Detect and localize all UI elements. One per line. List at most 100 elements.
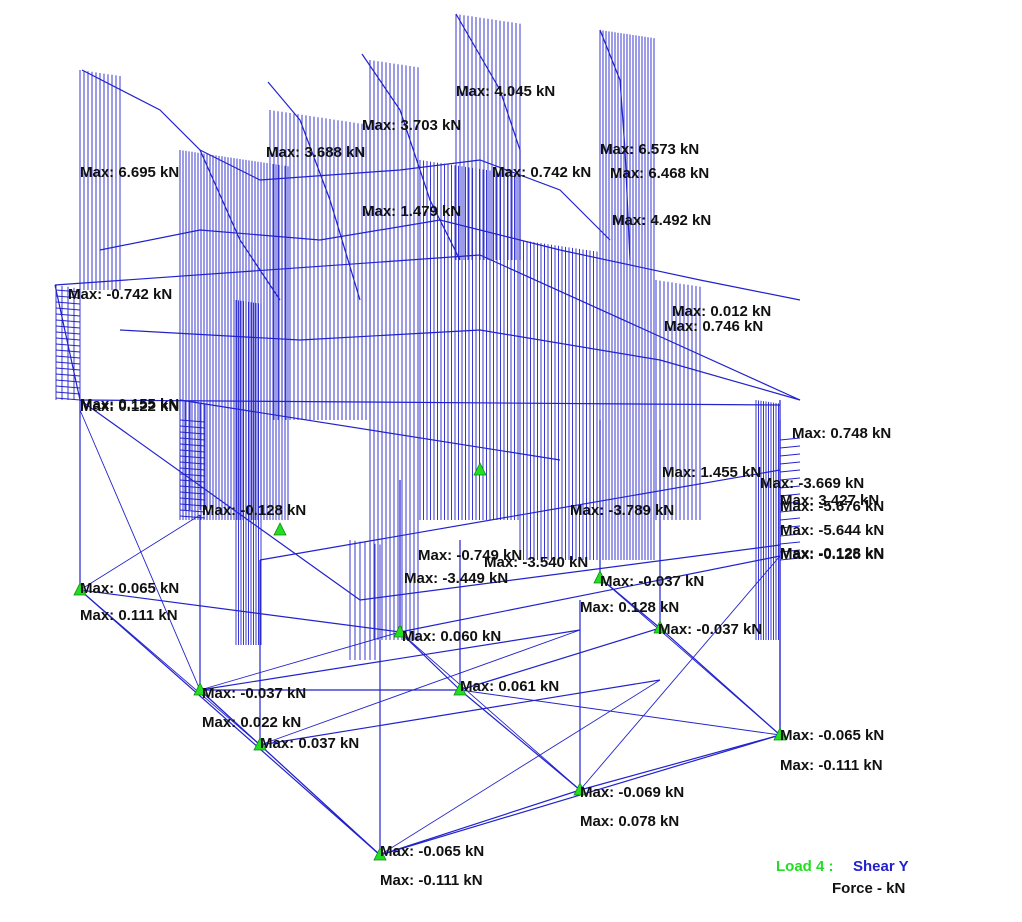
support-triangle-icon [593,570,607,584]
shear-ordinate [779,517,801,521]
frame-beam [199,629,581,691]
max-label: Max: -0.069 kN [580,784,684,801]
max-label: Max: -0.111 kN [380,872,483,889]
shear-ordinate [179,425,206,429]
support-triangle-icon [373,847,387,861]
max-label: Max: -3.669 kN [760,475,864,492]
support-triangle-icon [653,620,667,634]
frame-beam [259,469,781,561]
shear-ordinate [55,301,81,305]
shear-ordinate [179,509,206,513]
shear-ordinate [779,493,801,497]
frame-beam [459,689,581,791]
support-triangle-icon [393,624,407,638]
max-label: Max: 0.748 kN [792,425,891,442]
max-label: Max: -0.128 kN [780,545,884,562]
shear-ordinate [55,313,81,317]
shear-ordinate [779,501,801,505]
frame-beam [79,589,401,633]
shear-ordinate [55,373,81,377]
support-triangle-icon [473,462,487,476]
max-label: Max: -3.540 kN [484,554,588,571]
shear-ordinate [55,385,81,389]
frame-beam [379,789,581,856]
legend-result-type: Shear Y [853,858,909,875]
max-label: Max: -0.065 kN [380,843,484,860]
frame-brace [199,689,381,856]
max-label: Max: 0.111 kN [80,607,178,624]
frame-beam [479,254,801,401]
shear-ordinate [55,295,81,299]
frame-beam [79,399,781,406]
shear-envelope [361,53,461,261]
max-label: Max: 6.468 kN [610,165,709,182]
frame-beam [259,679,661,746]
frame-beam [54,284,81,401]
shear-ordinate [179,485,206,489]
max-label: Max: 3.703 kN [362,117,461,134]
shear-ordinate [55,319,81,323]
shear-ordinate [779,485,801,489]
frame-brace [79,514,201,591]
max-label: Max: 0.155 kN [80,396,179,413]
frame-beam [79,589,381,856]
max-label: Max: 1.479 kN [362,203,461,220]
support-triangle-icon [273,522,287,536]
frame-members [54,13,801,856]
shear-ordinate [55,325,81,329]
max-label: Max: 1.455 kN [662,464,761,481]
shear-ordinate [779,509,801,513]
frame-brace [79,589,261,746]
shear-ordinate [55,397,81,401]
max-label: Max: 4.492 kN [612,212,711,229]
max-label: Max: -5.676 kN [780,498,884,515]
shear-ordinate [779,461,801,465]
shear-ordinate [179,449,206,453]
max-label: Max: 3.688 kN [266,144,365,161]
max-label: Max: -3.789 kN [570,502,674,519]
frame-beam [359,544,781,601]
max-label: Max: 0.078 kN [580,813,679,830]
shear-ordinate [179,461,206,465]
frame-beam [459,627,661,691]
shear-envelope [455,13,521,260]
shear-ordinate [779,541,801,545]
frame-brace [399,631,581,791]
max-label: Max: -0.125 kN [780,546,884,563]
shear-envelope [119,329,801,401]
max-value-labels: Max: 4.045 kN Max: 3.703 kN Max: 3.688 k… [68,83,891,889]
max-label: Max: 0.037 kN [260,735,359,752]
max-label: Max: 0.061 kN [460,678,559,695]
shear-ordinate [779,549,801,553]
shear-ordinate [779,557,801,561]
shear-ordinate [179,443,206,447]
max-label: Max: -0.037 kN [202,685,306,702]
frame-brace [259,629,581,746]
shear-ordinate [179,497,206,501]
shear-envelope [267,81,361,301]
max-label: Max: 0.128 kN [580,599,679,616]
shear-ordinate [179,515,206,519]
frame-beam [399,631,461,691]
shear-ordinate [179,419,206,423]
support-triangle-icon [253,737,267,751]
max-label: Max: 0.060 kN [402,628,501,645]
legend-units: Force - kN [832,880,905,897]
max-label: Max: 0.742 kN [492,164,591,181]
shear-ordinate [55,391,81,395]
shear-ordinate [179,503,206,507]
support-triangle-icon [773,727,787,741]
max-label: Max: 6.695 kN [80,164,179,181]
shear-ordinate [179,455,206,459]
frame-brace [199,631,401,691]
shear-ordinate [179,431,206,435]
max-label: Max: 3.427 kN [780,492,879,509]
frame-brace [459,689,781,736]
max-label: Max: 0.065 kN [80,580,179,597]
shear-ordinate [55,331,81,335]
max-label: Max: -0.111 kN [780,757,883,774]
shear-ordinate [779,437,801,441]
max-label: Max: 0.122 kN [80,398,179,415]
